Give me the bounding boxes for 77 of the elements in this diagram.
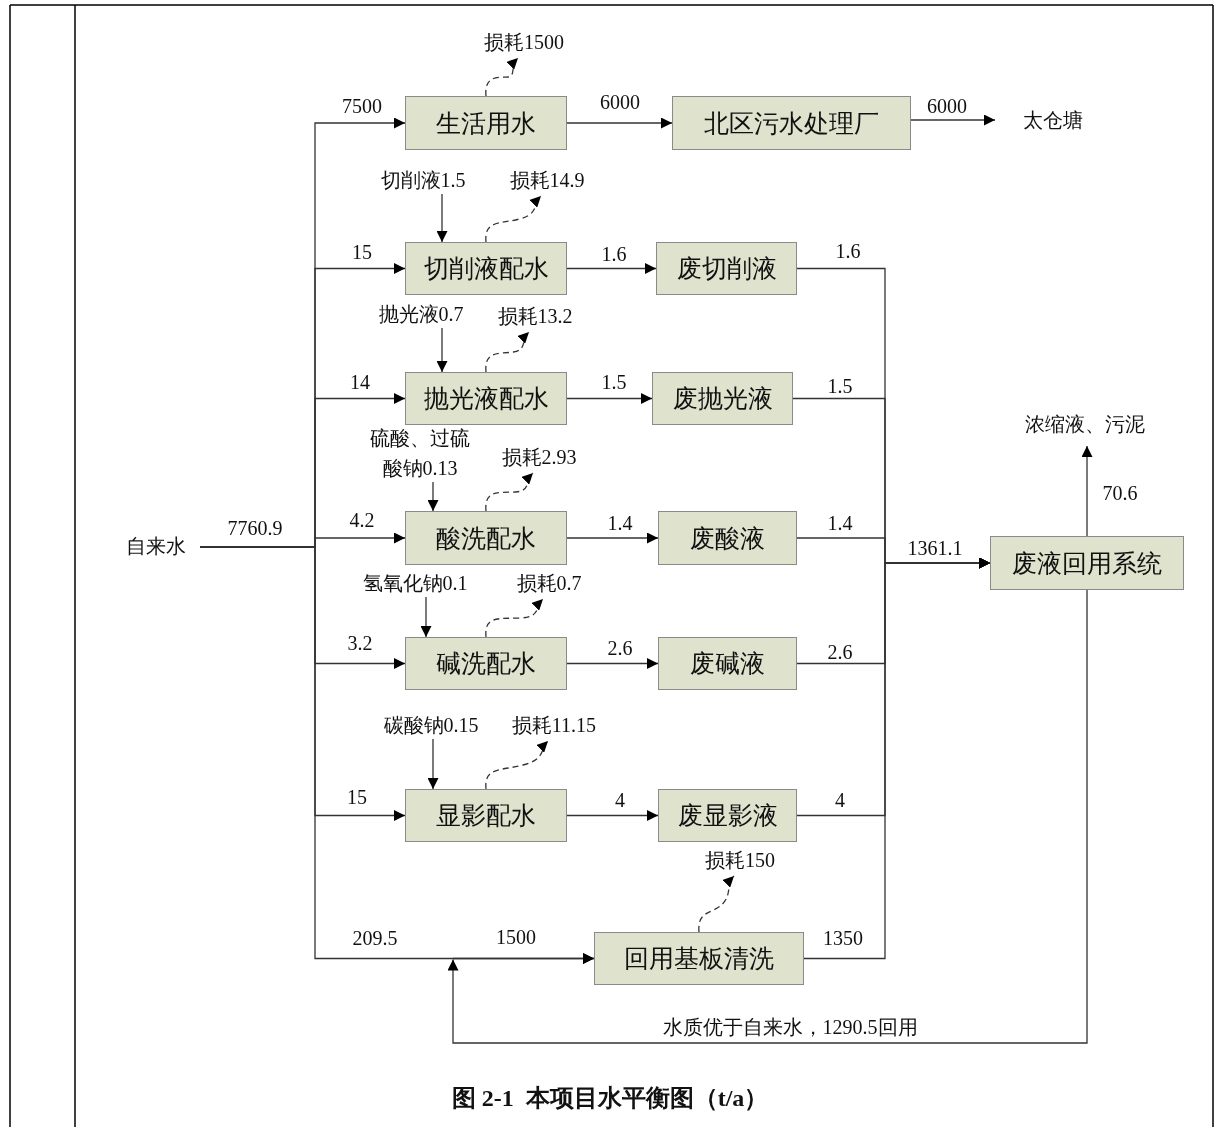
figure-caption: 图 2-1 本项目水平衡图（t/a） bbox=[451, 1084, 769, 1113]
edge-label: 209.5 bbox=[352, 926, 398, 950]
process-box: 生活用水 bbox=[405, 96, 567, 150]
edge-label: 4 bbox=[615, 788, 625, 812]
flow-arrow bbox=[436, 193, 448, 243]
edge-label: 1.6 bbox=[835, 239, 861, 263]
flow-text: 切削液1.5 bbox=[368, 166, 478, 194]
flow-text: 损耗150 bbox=[696, 846, 784, 874]
flow-text: 损耗2.93 bbox=[492, 443, 586, 471]
process-box: 切削液配水 bbox=[405, 242, 567, 295]
loss-arrow bbox=[485, 598, 544, 638]
flow-text: 自来水 bbox=[118, 531, 194, 561]
flow-text: 浓缩液、污泥 bbox=[1010, 410, 1160, 438]
process-box: 回用基板清洗 bbox=[594, 932, 804, 985]
edge-label: 1.4 bbox=[607, 511, 633, 535]
flow-arrow bbox=[910, 114, 996, 126]
loss-arrow bbox=[485, 331, 530, 373]
process-box: 酸洗配水 bbox=[405, 511, 567, 565]
flow-text: 氢氧化钠0.1 bbox=[350, 569, 480, 597]
loss-arrow bbox=[698, 875, 735, 933]
edge-label: 2.6 bbox=[827, 640, 853, 664]
flow-arrow bbox=[436, 327, 448, 373]
flow-arrow bbox=[447, 589, 1088, 1044]
process-box: 废液回用系统 bbox=[990, 536, 1184, 590]
loss-arrow bbox=[485, 195, 542, 243]
flow-value: 1361.1 bbox=[907, 536, 963, 560]
edge-label: 15 bbox=[352, 240, 372, 264]
loss-arrow bbox=[485, 57, 519, 97]
process-box: 废切削液 bbox=[656, 242, 797, 295]
flow-arrow bbox=[803, 557, 991, 960]
flow-arrow bbox=[566, 532, 659, 544]
flow-arrow bbox=[420, 596, 432, 638]
process-box: 抛光液配水 bbox=[405, 372, 567, 425]
flow-arrow bbox=[566, 810, 659, 821]
edge-label: 70.6 bbox=[1102, 481, 1138, 505]
flow-arrow bbox=[566, 393, 653, 404]
process-box: 废酸液 bbox=[658, 511, 797, 565]
edge-label: 14 bbox=[350, 370, 370, 394]
edge-label: 1.5 bbox=[601, 370, 627, 394]
edge-label: 7500 bbox=[342, 94, 382, 118]
edge-label: 3.2 bbox=[347, 631, 373, 655]
process-box: 废显影液 bbox=[658, 789, 797, 842]
process-box: 碱洗配水 bbox=[405, 637, 567, 690]
flow-arrow bbox=[566, 263, 657, 274]
edge-label: 4 bbox=[835, 788, 845, 812]
process-box: 北区污水处理厂 bbox=[672, 96, 911, 150]
flow-arrow bbox=[427, 481, 439, 512]
process-box: 显影配水 bbox=[405, 789, 567, 842]
flow-arrow bbox=[566, 658, 659, 669]
edge-label: 1.4 bbox=[827, 511, 853, 535]
edge-label: 1.5 bbox=[827, 374, 853, 398]
flow-text: 太仓塘 bbox=[1005, 104, 1101, 136]
edge-label: 6000 bbox=[927, 94, 967, 118]
flow-text: 损耗13.2 bbox=[488, 302, 582, 330]
edge-label: 2.6 bbox=[607, 636, 633, 660]
flow-arrow bbox=[427, 738, 439, 790]
flow-arrow bbox=[566, 117, 673, 129]
process-box: 废抛光液 bbox=[652, 372, 793, 425]
flow-value: 1500 bbox=[496, 925, 536, 949]
process-box: 废碱液 bbox=[658, 637, 797, 690]
flow-text: 损耗0.7 bbox=[506, 569, 592, 597]
edge-label: 15 bbox=[347, 785, 367, 809]
flow-text: 硫酸、过硫酸钠0.13 bbox=[368, 424, 472, 482]
edge-label: 6000 bbox=[600, 90, 640, 114]
edge-label: 1350 bbox=[823, 926, 863, 950]
flow-text: 损耗11.15 bbox=[502, 711, 606, 739]
edge-label: 1.6 bbox=[601, 242, 627, 266]
flow-text: 损耗1500 bbox=[478, 28, 570, 56]
flow-text: 抛光液0.7 bbox=[366, 300, 476, 328]
flow-arrow bbox=[1081, 445, 1093, 537]
edge-label: 水质优于自来水，1290.5回用 bbox=[662, 1014, 918, 1040]
flow-text: 损耗14.9 bbox=[500, 166, 594, 194]
loss-arrow bbox=[485, 472, 534, 512]
loss-arrow bbox=[485, 740, 549, 790]
flow-value: 7760.9 bbox=[227, 516, 283, 540]
flow-text: 碳酸钠0.15 bbox=[373, 711, 489, 739]
edge-label: 4.2 bbox=[349, 508, 375, 532]
